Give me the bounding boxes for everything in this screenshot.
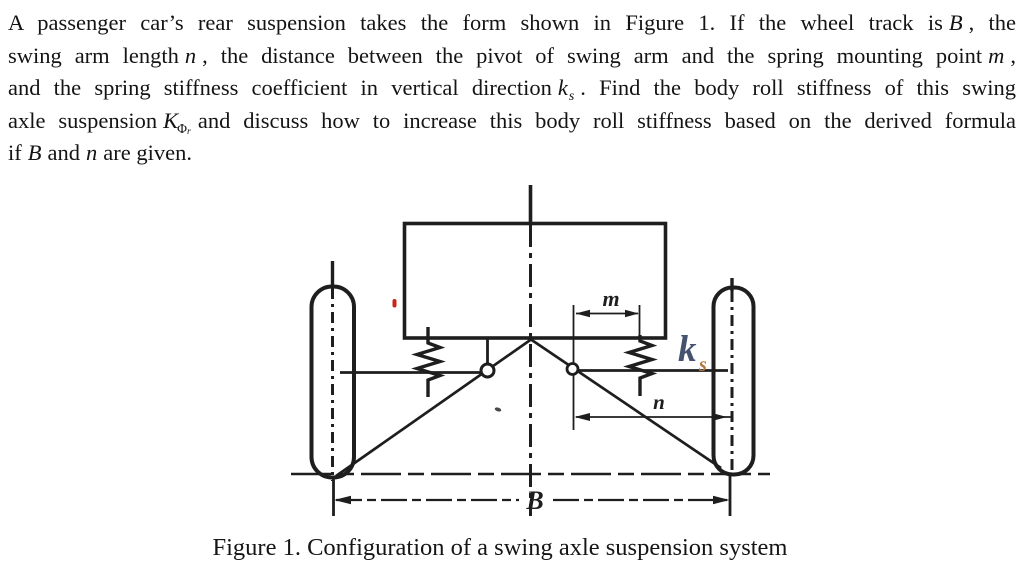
dimension-n-arrow-right [712,413,727,421]
text-run: axle suspension [8,107,158,133]
math-var-n: n [184,42,197,68]
dimension-B-label: B [525,486,543,515]
math-var-m: m [988,42,1005,68]
dimension-n-label: n [653,390,665,414]
text-run: A passenger car’s rear suspension takes … [8,10,943,35]
dimension-B: B [332,476,732,516]
right-wheel [711,278,756,477]
math-var-B: B [27,140,42,166]
dimension-m-arrow-left [575,309,590,318]
car-body-outline [402,221,668,340]
text-run: and [47,140,81,166]
problem-line-1: A passenger car’s rear suspension takes … [8,7,1016,40]
car-body [402,221,668,340]
text-run: and discuss how to increase this body ro… [197,107,1017,133]
math-sub-phi-r: Φr [177,108,191,137]
math-var-K: K [163,107,179,133]
math-var-B: B [948,10,963,35]
text-run: and the spring stiffness coefficient in … [8,75,552,101]
problem-line-3: and the spring stiffness coefficient in … [8,72,1016,105]
scan-speck [494,407,502,412]
math-sub-phi: Φ [177,121,188,137]
left-pivot [479,362,496,379]
ks-subscript: s [698,354,707,376]
math-var-n: n [86,140,98,166]
text-run: . Find the body roll stiffness of this s… [580,75,1016,101]
math-var-k: k [557,75,568,101]
ks-main: k [678,329,697,370]
spring-stiffness-label: k s [678,329,707,376]
right-swing-arm [530,338,722,470]
dimension-B-arrow-right [713,495,730,505]
right-spring [623,335,658,396]
math-sub-s: s [568,88,575,104]
red-scan-mark [392,299,397,308]
right-pivot [565,362,580,376]
text-run: if [8,140,22,166]
dimension-m-label: m [602,286,619,311]
left-swing-arm [335,338,532,478]
dimension-m: m [575,286,641,336]
problem-statement: A passenger car’s rear suspension takes … [8,7,1016,170]
dimension-B-arrow-left [334,495,351,505]
figure-caption: Figure 1. Configuration of a swing axle … [212,534,788,561]
text-run: , the [968,10,1016,35]
dimension-n: n [574,390,731,421]
text-run: are given. [103,140,192,166]
left-spring [411,327,446,397]
dimension-m-arrow-right [625,309,639,318]
text-run: , the distance between the pivot of swin… [202,42,983,68]
math-sub-r: r [187,125,191,137]
dimension-n-arrow-left [574,413,590,421]
left-wheel [309,261,356,481]
text-run: swing arm length [8,42,179,68]
text-run: , [1010,42,1016,68]
